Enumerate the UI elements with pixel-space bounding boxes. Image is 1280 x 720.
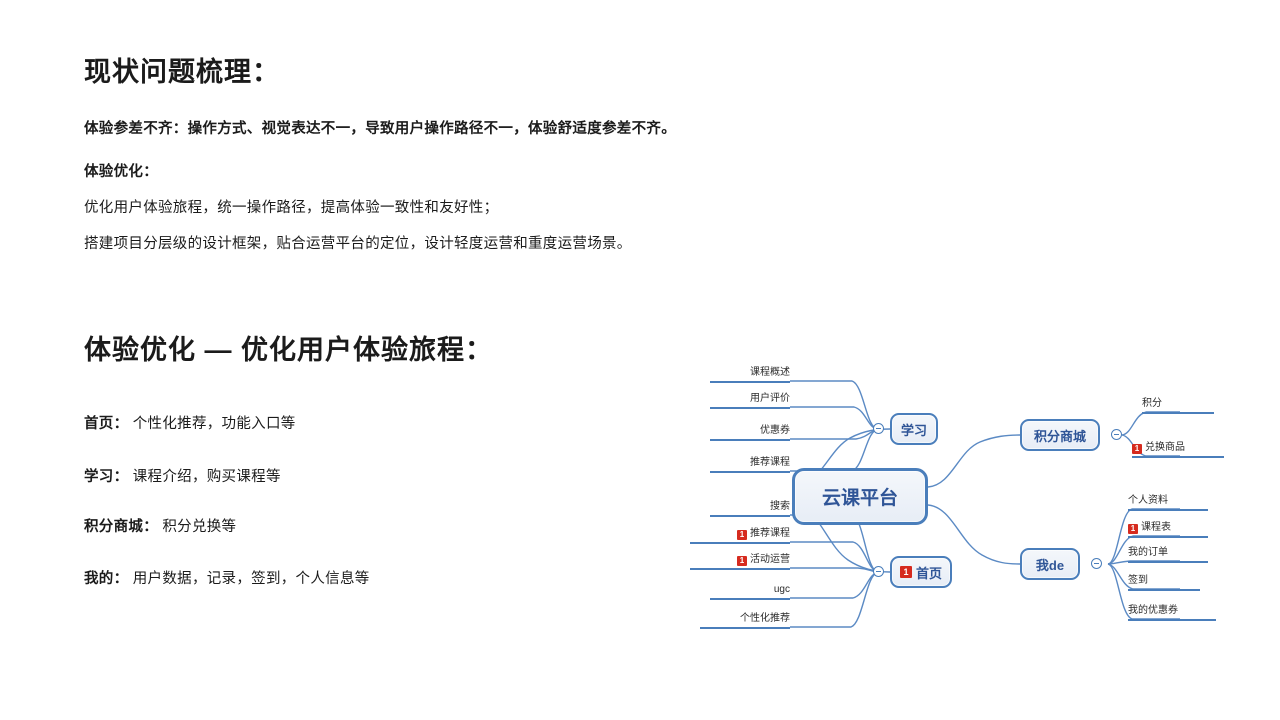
badge-icon: 1 (737, 556, 747, 566)
mindmap-leaf-label: ugc (773, 584, 790, 595)
bullet-item-home: 首页： 个性化推荐，功能入口等 (84, 412, 296, 433)
mindmap-leaf-label: 推荐课程 (750, 528, 790, 539)
bullet-key: 积分商城： (84, 519, 158, 535)
collapse-toggle-icon-mine[interactable] (1091, 558, 1102, 569)
collapse-toggle-icon-points-mall[interactable] (1111, 429, 1122, 440)
section-1-paragraph-4: 搭建项目分层级的设计框架，贴合运营平台的定位，设计轻度运营和重度运营场景。 (84, 236, 632, 252)
mindmap-leaf-study-3[interactable]: 优惠券 (710, 425, 790, 441)
bullet-value: 个性化推荐，功能入口等 (132, 416, 296, 432)
mindmap-leaf-label: 优惠券 (760, 425, 790, 436)
mindmap-node-label: 学习 (901, 422, 928, 438)
mindmap-node-label: 我de (1035, 557, 1065, 573)
mindmap-leaf-home-3[interactable]: 1 活动运营 (690, 554, 790, 570)
mindmap-node-study[interactable]: 学习 (890, 413, 938, 445)
mindmap-leaf-home-2[interactable]: 1 推荐课程 (690, 528, 790, 544)
mindmap-leaf-mine-3[interactable]: 我的订单 (1128, 547, 1208, 563)
mindmap-leaf-home-1[interactable]: 搜索 (710, 501, 790, 517)
mindmap-leaf-points-2[interactable]: 1 兑换商品 (1132, 442, 1224, 458)
mindmap-leaf-mine-4[interactable]: 签到 (1128, 575, 1200, 591)
mindmap-node-mine[interactable]: 我de (1020, 548, 1080, 580)
mindmap-node-label: 积分商城 (1033, 428, 1086, 444)
section-1-paragraph-3: 优化用户体验旅程，统一操作路径，提高体验一致性和友好性； (84, 200, 499, 216)
mindmap-leaf-points-1[interactable]: 积分 (1142, 398, 1214, 414)
collapse-toggle-icon-home[interactable] (873, 566, 884, 577)
mindmap-node-points-mall[interactable]: 积分商城 (1020, 419, 1100, 451)
mindmap-leaf-label: 兑换商品 (1145, 442, 1185, 453)
badge-icon: 1 (1128, 524, 1138, 534)
mindmap-leaf-study-1[interactable]: 课程概述 (710, 367, 790, 383)
mindmap-leaf-mine-5[interactable]: 我的优惠券 (1128, 605, 1216, 621)
section-1-heading: 现状问题梳理： (84, 57, 280, 87)
bullet-key: 首页： (84, 416, 129, 432)
bullet-key: 我的： (84, 571, 129, 587)
bullet-item-study: 学习： 课程介绍，购买课程等 (84, 465, 281, 486)
mindmap-leaf-label: 搜索 (770, 501, 790, 512)
mindmap-leaf-home-5[interactable]: 个性化推荐 (700, 613, 790, 629)
mindmap-node-home[interactable]: 1 首页 (890, 556, 952, 588)
mindmap-leaf-home-4[interactable]: ugc (710, 584, 790, 600)
bullet-value: 用户数据，记录，签到，个人信息等 (132, 571, 370, 587)
mindmap-leaf-study-2[interactable]: 用户评价 (710, 393, 790, 409)
mindmap-leaf-label: 个人资料 (1128, 495, 1168, 506)
mindmap-leaf-mine-2[interactable]: 1 课程表 (1128, 522, 1208, 538)
badge-icon: 1 (900, 566, 912, 578)
bullet-value: 课程介绍，购买课程等 (132, 469, 281, 485)
bullet-value: 积分兑换等 (162, 519, 237, 535)
bullet-key: 学习： (84, 469, 129, 485)
section-2-heading: 体验优化 — 优化用户体验旅程： (84, 335, 494, 365)
mindmap-central-node[interactable]: 云课平台 (792, 468, 928, 525)
mindmap-leaf-label: 我的订单 (1128, 547, 1168, 558)
mindmap-leaf-label: 活动运营 (750, 554, 790, 565)
mindmap-leaf-label: 推荐课程 (750, 457, 790, 468)
mindmap-leaf-label: 积分 (1142, 398, 1162, 409)
mindmap-central-label: 云课平台 (821, 488, 898, 509)
section-1-paragraph-2: 体验优化： (84, 164, 158, 180)
collapse-toggle-icon-study[interactable] (873, 423, 884, 434)
mindmap-leaf-label: 我的优惠券 (1128, 605, 1178, 616)
section-1-paragraph-1: 体验参差不齐：操作方式、视觉表达不一，导致用户操作路径不一，体验舒适度参差不齐。 (84, 121, 676, 137)
mindmap-node-label: 首页 (916, 565, 943, 581)
mindmap-leaf-mine-1[interactable]: 个人资料 (1128, 495, 1208, 511)
badge-icon: 1 (737, 530, 747, 540)
badge-icon: 1 (1132, 444, 1142, 454)
mindmap-leaf-label: 课程表 (1141, 522, 1171, 533)
mindmap-leaf-label: 个性化推荐 (740, 613, 790, 624)
mindmap-leaf-label: 用户评价 (750, 393, 790, 404)
mindmap-diagram: 云课平台 学习 课程概述 用户评价 优惠券 推荐课程 1 首页 搜索 1 (560, 355, 1224, 640)
mindmap-leaf-label: 课程概述 (750, 367, 790, 378)
bullet-item-mine: 我的： 用户数据，记录，签到，个人信息等 (84, 567, 370, 588)
bullet-item-points-mall: 积分商城： 积分兑换等 (84, 515, 236, 536)
mindmap-leaf-label: 签到 (1128, 575, 1148, 586)
mindmap-leaf-study-4[interactable]: 推荐课程 (710, 457, 790, 473)
